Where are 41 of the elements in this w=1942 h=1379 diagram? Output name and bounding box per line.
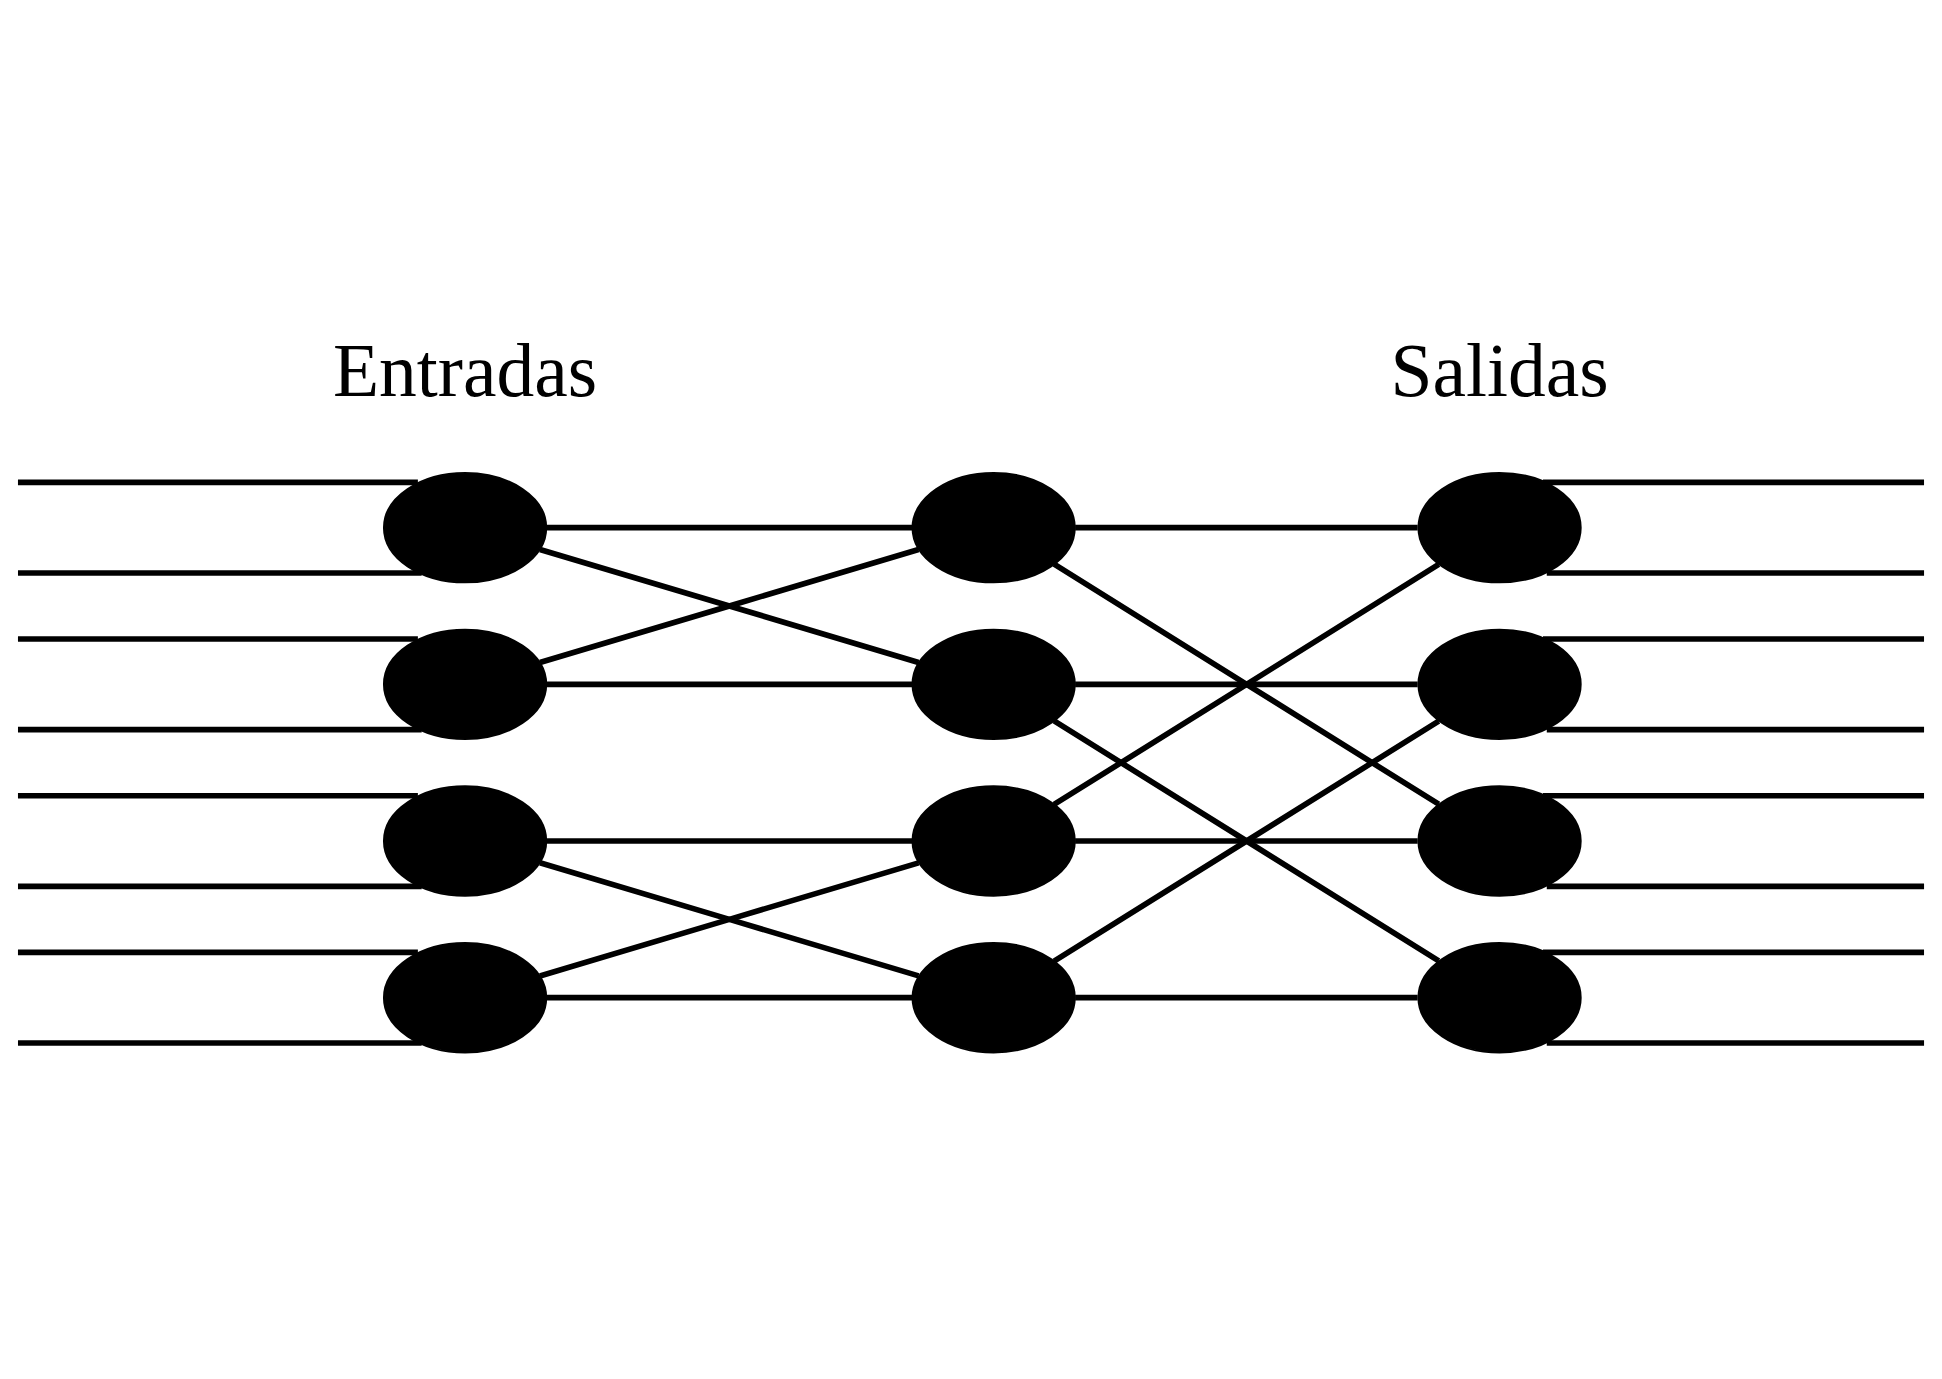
node-circle — [911, 628, 1076, 740]
connector — [1075, 994, 1418, 1001]
connector — [539, 546, 920, 665]
connector — [1075, 837, 1418, 844]
connector — [1546, 1039, 1925, 1046]
connector — [17, 479, 418, 485]
connector — [1543, 792, 1925, 799]
connector — [18, 569, 422, 576]
connector — [18, 1039, 422, 1046]
node-circle — [382, 941, 548, 1053]
connector — [1543, 635, 1925, 642]
connector — [18, 883, 422, 889]
connector — [539, 859, 920, 979]
node-circle — [1417, 471, 1582, 583]
connector — [18, 726, 422, 732]
connector — [1546, 569, 1925, 576]
connector — [546, 994, 913, 1001]
connector — [1543, 949, 1925, 955]
connector — [546, 524, 913, 530]
node-circle — [1417, 941, 1582, 1053]
connector — [546, 681, 913, 687]
node-circle — [1417, 784, 1582, 897]
connector — [1546, 726, 1925, 732]
connector — [17, 949, 418, 955]
node-circle — [382, 471, 548, 583]
label: Entradas — [333, 328, 598, 412]
node-circle — [911, 784, 1076, 897]
label: Salidas — [1390, 328, 1609, 412]
connector — [1075, 681, 1418, 687]
connector — [1052, 561, 1441, 807]
node-circle — [1417, 628, 1582, 740]
connector — [17, 635, 418, 642]
node-circle — [382, 784, 548, 897]
connector — [546, 837, 913, 844]
node-circle — [911, 941, 1076, 1053]
node-circle — [911, 471, 1076, 583]
connector — [1075, 524, 1418, 530]
connector — [17, 792, 418, 799]
node-circle — [382, 628, 548, 740]
connector — [1543, 479, 1925, 485]
connector — [1546, 883, 1925, 889]
